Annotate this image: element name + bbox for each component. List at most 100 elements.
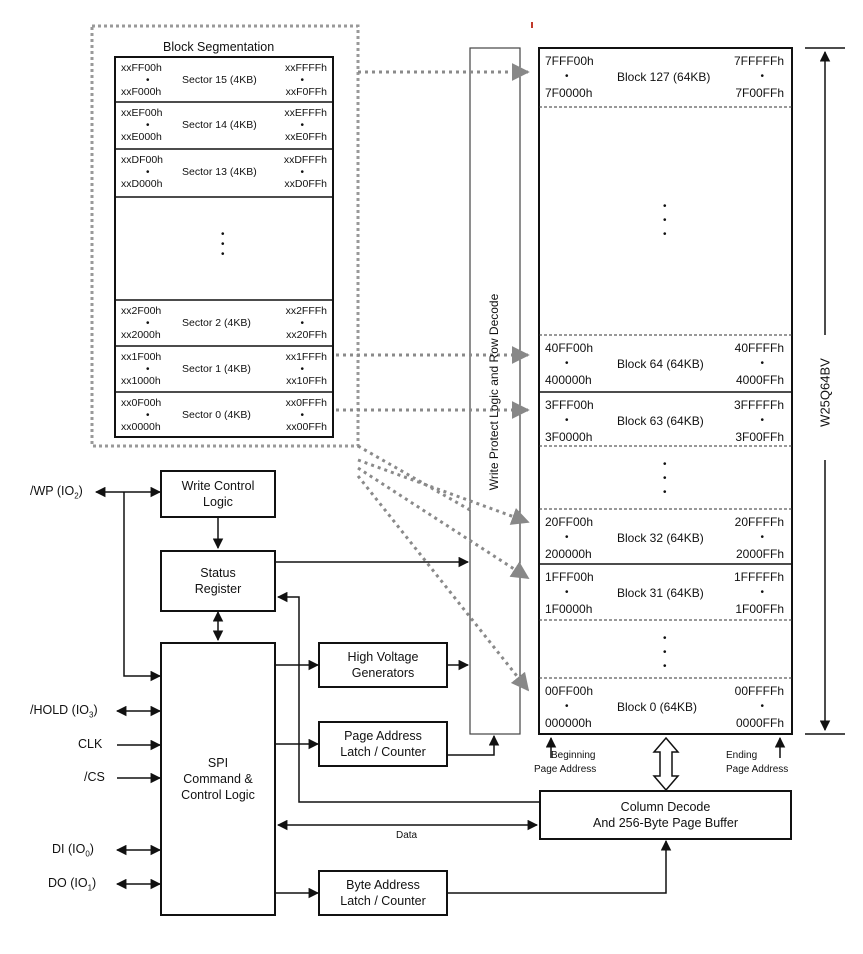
block-start-low: 000000h — [545, 716, 592, 730]
block-dot-left: • — [565, 71, 569, 82]
block-label: Block 63 (64KB) — [617, 414, 704, 428]
sector-label: Sector 13 (4KB) — [182, 166, 257, 178]
ellipsis-dots-upper: ••• — [663, 201, 667, 240]
sector-start-low: xxF000h — [121, 86, 162, 98]
block-start-low: 3F0000h — [545, 430, 593, 444]
sector-end-high: xxDFFFh — [283, 154, 327, 166]
sector-end-low: xx20FFh — [286, 329, 327, 341]
block-dot-right: • — [760, 415, 764, 426]
sector-start-high: xxEF00h — [121, 107, 163, 119]
block-end-low: 0000FFh — [735, 716, 784, 730]
ellipsis-dots-sectors: ••• — [221, 229, 225, 260]
beginning-label-1: Beginning — [551, 750, 596, 761]
sector-dot-right: • — [300, 167, 304, 178]
block-row: 1FFF00h 1F0000h • Block 31 (64KB) 1FFFFFh 1F0… — [543, 568, 788, 618]
segmentation-frame — [90, 24, 360, 448]
sector-dot-right: • — [300, 318, 304, 329]
block-start-low: 200000h — [545, 547, 592, 561]
sector-dot-left: • — [146, 410, 150, 421]
block-end-low: 7F00FFh — [735, 86, 784, 100]
sector-start-low: xxD000h — [121, 178, 163, 190]
block-end-high: 7FFFFFh — [734, 54, 784, 68]
block-label: Block 64 (64KB) — [617, 357, 704, 371]
sector-end-high: xx0FFFh — [285, 397, 327, 409]
block-dot-left: • — [565, 358, 569, 369]
block-end-low: 1F00FFh — [735, 602, 784, 616]
data-bus-label: Data — [396, 830, 418, 841]
pin-di: DI (IO0) — [52, 842, 94, 859]
sector-start-low: xx1000h — [121, 375, 161, 387]
ellipsis-dots-lower: ••• — [663, 633, 667, 672]
block-dot-left: • — [565, 587, 569, 598]
block-end-high: 40FFFFh — [734, 341, 784, 355]
block-start-high: 7FFF00h — [545, 54, 594, 68]
block-end-high: 3FFFFFh — [734, 398, 784, 412]
block-label: Block 31 (64KB) — [617, 586, 704, 600]
block-end-low: 3F00FFh — [735, 430, 784, 444]
block-row: 20FF00h 200000h • Block 32 (64KB) 20FFFFh 200… — [543, 513, 788, 563]
block-dot-left: • — [565, 701, 569, 712]
sector-dot-right: • — [300, 75, 304, 86]
pin-clk: CLK — [78, 737, 103, 751]
block-label: Block 0 (64KB) — [617, 700, 698, 714]
sector-start-high: xx1F00h — [121, 351, 162, 363]
page-buffer-double-arrow — [652, 736, 680, 792]
block-start-high: 1FFF00h — [545, 570, 594, 584]
sector-start-low: xx0000h — [121, 421, 161, 433]
write-protect-column — [469, 47, 521, 735]
block-start-high: 20FF00h — [545, 515, 594, 529]
ellipsis-dots-middle: ••• — [663, 459, 667, 498]
sector-end-low: xx00FFh — [286, 421, 327, 433]
pin-do: DO (IO1) — [48, 876, 97, 893]
block-end-high: 20FFFFh — [734, 515, 784, 529]
block-dot-right: • — [760, 701, 764, 712]
block-dot-right: • — [760, 532, 764, 543]
pin-wp: /WP (IO2) — [30, 484, 83, 501]
sector-label: Sector 2 (4KB) — [182, 317, 251, 329]
block-end-low: 2000FFh — [735, 547, 784, 561]
pin-cs: /CS — [84, 770, 105, 784]
block-dot-left: • — [565, 532, 569, 543]
block-dot-right: • — [760, 587, 764, 598]
sector-end-high: xx1FFFh — [285, 351, 327, 363]
chip-name: W25Q64BV — [817, 358, 833, 427]
sector-dot-right: • — [300, 120, 304, 131]
sector-label: Sector 0 (4KB) — [182, 409, 251, 421]
block-end-high: 1FFFFFh — [734, 570, 784, 584]
beginning-label-2: Page Address — [534, 764, 597, 775]
block-start-low: 1F0000h — [545, 602, 593, 616]
block-start-low: 7F0000h — [545, 86, 593, 100]
block-label: Block 127 (64KB) — [617, 70, 711, 84]
block-dot-right: • — [760, 71, 764, 82]
sector-end-low: xxE0FFh — [284, 131, 327, 143]
sector-end-low: xx10FFh — [286, 375, 327, 387]
sector-start-low: xxE000h — [121, 131, 162, 143]
sector-stack-border — [114, 56, 334, 438]
block-start-high: 40FF00h — [545, 341, 594, 355]
sector-dot-left: • — [146, 120, 150, 131]
sector-label: Sector 1 (4KB) — [182, 363, 251, 375]
sector-label: Sector 14 (4KB) — [182, 119, 257, 131]
block-start-high: 00FF00h — [545, 684, 594, 698]
block-dot-left: • — [565, 415, 569, 426]
sector-end-high: xxFFFFh — [285, 62, 327, 74]
ending-label-1: Ending — [726, 750, 758, 761]
sector-end-high: xx2FFFh — [285, 305, 327, 317]
block-label: Block 32 (64KB) — [617, 531, 704, 545]
